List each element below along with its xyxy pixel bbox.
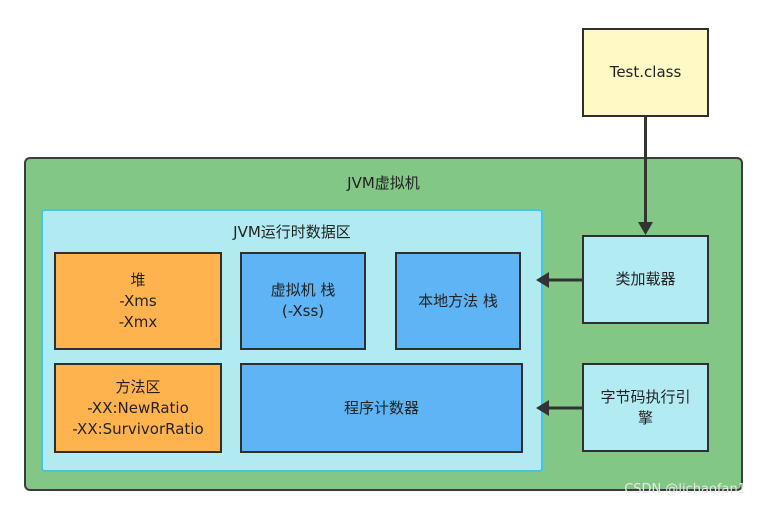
jvm-title: JVM虚拟机 <box>347 174 420 192</box>
heap-label: 堆 <box>130 270 146 289</box>
test-class-box: Test.class <box>582 28 709 117</box>
native-method-stack-label: 本地方法 栈 <box>418 291 498 310</box>
program-counter-label: 程序计数器 <box>343 398 419 417</box>
arrowhead-left-lower <box>536 400 549 416</box>
bytecode-engine-label-line2: 擎 <box>637 408 653 427</box>
heap-xmx: -Xmx <box>118 312 158 331</box>
watermark: CSDN @lichaofan1 <box>624 482 746 497</box>
bytecode-engine-label-line1: 字节码执行引 <box>600 387 691 406</box>
method-area-newratio: -XX:NewRatio <box>87 398 189 417</box>
method-area-box: 方法区 -XX:NewRatio -XX:SurvivorRatio <box>54 363 222 453</box>
program-counter-box: 程序计数器 <box>240 363 523 453</box>
arrowhead-left-upper <box>536 272 549 288</box>
vm-stack-label: 虚拟机 栈 <box>270 281 336 299</box>
heap-xms: -Xms <box>119 291 157 310</box>
runtime-data-area-title: JVM运行时数据区 <box>233 223 351 241</box>
vm-stack-xss: (-Xss) <box>281 302 325 320</box>
bytecode-engine-box: 字节码执行引 擎 <box>582 363 709 452</box>
class-loader-label: 类加载器 <box>615 270 676 288</box>
arrowhead-down <box>638 222 653 235</box>
test-class-label: Test.class <box>609 63 682 81</box>
native-method-stack-box: 本地方法 栈 <box>395 252 521 350</box>
method-area-label: 方法区 <box>115 377 161 396</box>
heap-box: 堆 -Xms -Xmx <box>54 252 222 350</box>
vm-stack-box: 虚拟机 栈 (-Xss) <box>240 252 366 350</box>
method-area-survivorratio: -XX:SurvivorRatio <box>72 419 204 438</box>
class-loader-box: 类加载器 <box>582 235 709 324</box>
